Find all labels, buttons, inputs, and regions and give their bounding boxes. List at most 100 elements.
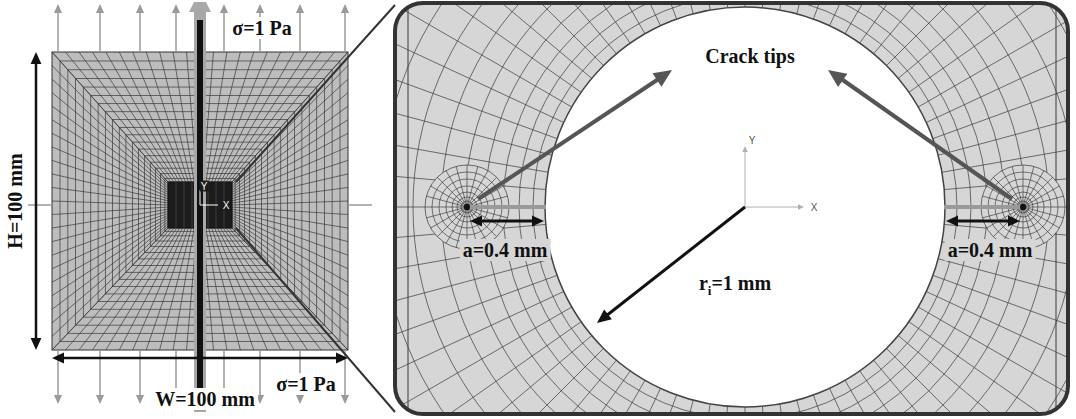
symmetry-band-head bbox=[189, 2, 211, 12]
mesh-line bbox=[220, 228, 294, 350]
load-arrow bbox=[175, 12, 177, 52]
mesh-line bbox=[173, 52, 194, 182]
arrow-head bbox=[172, 4, 180, 13]
load-arrow bbox=[99, 12, 101, 52]
radius-label-part: =1 mm bbox=[711, 272, 771, 294]
mesh-line bbox=[464, 204, 470, 210]
arrow-head bbox=[470, 216, 482, 227]
mesh-line bbox=[395, 348, 604, 414]
mesh-line bbox=[206, 52, 227, 182]
mesh-line bbox=[232, 147, 348, 197]
mesh-line bbox=[215, 52, 268, 182]
mesh-line bbox=[232, 174, 348, 201]
mesh-line bbox=[65, 228, 170, 350]
mesh-line bbox=[467, 166, 477, 205]
mesh-line bbox=[506, 395, 677, 414]
mesh-line bbox=[437, 177, 466, 206]
mesh-line bbox=[395, 3, 616, 54]
mesh-line bbox=[395, 3, 1068, 414]
mesh-line bbox=[533, 3, 957, 414]
mesh-line bbox=[1024, 177, 1053, 206]
mesh-line bbox=[797, 400, 926, 414]
mesh-line bbox=[446, 171, 466, 206]
mesh-line bbox=[395, 307, 572, 414]
hole bbox=[545, 7, 945, 407]
mesh-line bbox=[212, 228, 254, 350]
mesh-line bbox=[106, 52, 180, 182]
mesh-line bbox=[232, 224, 348, 323]
mesh-line bbox=[1020, 204, 1026, 210]
axis-line bbox=[745, 152, 746, 207]
mesh-line bbox=[52, 218, 168, 283]
crack-line bbox=[467, 205, 546, 209]
mesh-line bbox=[232, 222, 348, 310]
dimension-line bbox=[60, 357, 340, 360]
arrow-head bbox=[220, 4, 228, 13]
mesh-line bbox=[1024, 207, 1063, 217]
mesh-line bbox=[395, 3, 1068, 414]
mesh-line bbox=[395, 3, 572, 107]
mesh-line bbox=[1024, 186, 1059, 206]
mesh-line bbox=[232, 207, 348, 214]
mesh-line bbox=[173, 228, 194, 350]
mesh-line bbox=[226, 52, 321, 182]
mesh-line bbox=[933, 275, 1068, 414]
mesh-line bbox=[223, 228, 307, 350]
mesh-line bbox=[119, 52, 182, 182]
leader-arrow bbox=[840, 78, 1012, 199]
arrow-head bbox=[532, 216, 544, 227]
mesh-line bbox=[408, 3, 409, 414]
dimension-label: W=100 mm bbox=[152, 388, 258, 410]
arrow-head bbox=[54, 4, 62, 13]
arrow-head bbox=[341, 4, 349, 13]
mesh-line bbox=[993, 177, 1022, 206]
mesh-line bbox=[437, 208, 466, 237]
mesh-line bbox=[232, 187, 348, 202]
axis-line bbox=[200, 190, 201, 205]
load-arrow bbox=[348, 204, 372, 206]
leader-arrow bbox=[478, 78, 660, 199]
axis-label: Y bbox=[200, 181, 209, 192]
mesh-line bbox=[52, 207, 168, 214]
mesh-line bbox=[503, 3, 987, 414]
mesh-line bbox=[1025, 207, 1066, 208]
mesh-line bbox=[232, 201, 348, 205]
mesh-line bbox=[987, 208, 1022, 228]
arrow-head bbox=[597, 309, 612, 323]
mesh-line bbox=[425, 207, 466, 208]
mesh-line bbox=[395, 336, 592, 414]
dimension-line bbox=[956, 220, 1010, 223]
load-arrow bbox=[223, 12, 225, 52]
radius-label: ri=1 mm bbox=[696, 272, 774, 294]
mesh-line bbox=[465, 3, 1025, 414]
arrow-head bbox=[296, 395, 304, 404]
mesh-line bbox=[52, 133, 168, 194]
load-arrow bbox=[139, 12, 141, 52]
arrow-head bbox=[52, 353, 64, 364]
mesh-line bbox=[860, 371, 1068, 414]
arrow-head bbox=[1008, 216, 1020, 227]
mesh-line bbox=[918, 307, 1068, 414]
arrow-head bbox=[96, 395, 104, 404]
axis-line bbox=[745, 207, 798, 208]
mesh-line bbox=[456, 166, 466, 205]
mesh-line bbox=[874, 3, 1068, 54]
axis-label: X bbox=[222, 200, 231, 211]
mesh-ground bbox=[395, 3, 1068, 414]
mesh-line bbox=[52, 220, 168, 296]
mesh-line bbox=[212, 52, 254, 182]
mesh-line bbox=[133, 52, 186, 182]
mesh-line bbox=[192, 182, 193, 228]
mesh-line bbox=[160, 52, 192, 182]
mesh-line bbox=[467, 165, 468, 206]
mesh-line bbox=[52, 226, 168, 337]
detail-mesh bbox=[395, 3, 1068, 414]
mesh-line bbox=[898, 3, 1068, 78]
mesh-line bbox=[431, 208, 466, 228]
mesh-line bbox=[220, 52, 294, 182]
mesh-line bbox=[813, 395, 984, 414]
mesh-line bbox=[1023, 166, 1033, 205]
mesh-line bbox=[232, 209, 348, 228]
